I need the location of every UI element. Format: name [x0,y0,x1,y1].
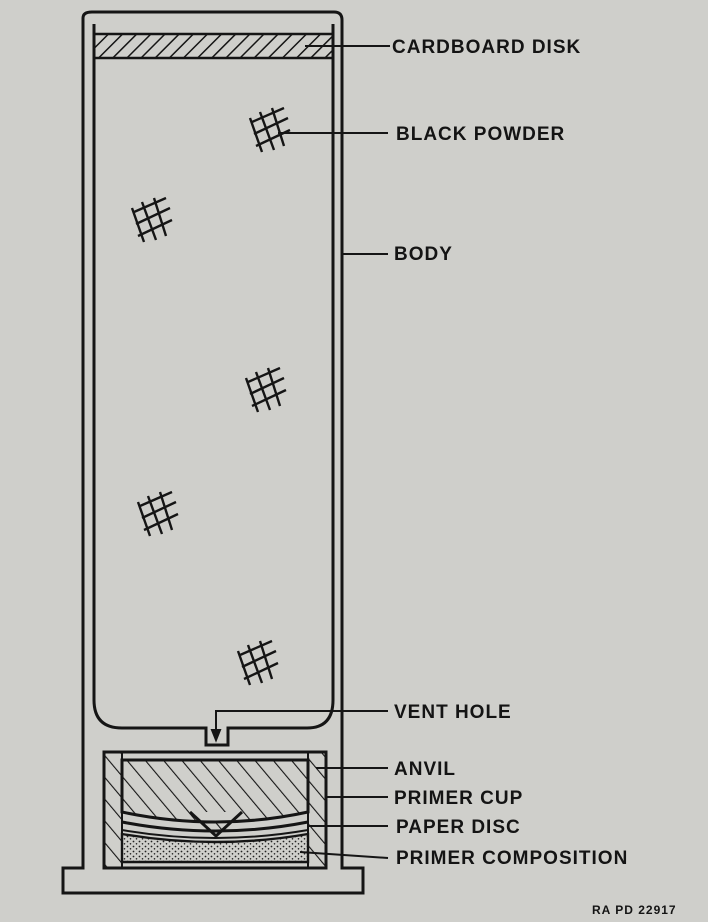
primer-composition [120,832,310,864]
powder-grain [136,490,179,537]
label-anvil: ANVIL [394,759,456,780]
powder-grain [248,106,291,153]
primer-assembly [102,750,328,870]
label-cardboard-disk: CARDBOARD DISK [392,37,581,58]
label-vent-hole: VENT HOLE [394,702,512,723]
cardboard-disk [92,32,335,60]
figure-reference: RA PD 22917 [592,903,677,917]
label-black-powder: BLACK POWDER [396,124,565,145]
casing-body [61,10,365,895]
paper-disc [121,820,309,833]
label-body: BODY [394,244,453,265]
leader-lines [210,45,390,859]
label-primer-cup: PRIMER CUP [394,788,523,809]
black-powder-grains [130,106,291,686]
casing-inner-wall [92,24,335,747]
anvil [120,758,310,839]
powder-grain [130,196,173,243]
label-primer-composition: PRIMER COMPOSITION [396,848,628,869]
powder-grain [244,366,287,413]
powder-grain [236,639,279,686]
label-paper-disc: PAPER DISC [396,817,521,838]
